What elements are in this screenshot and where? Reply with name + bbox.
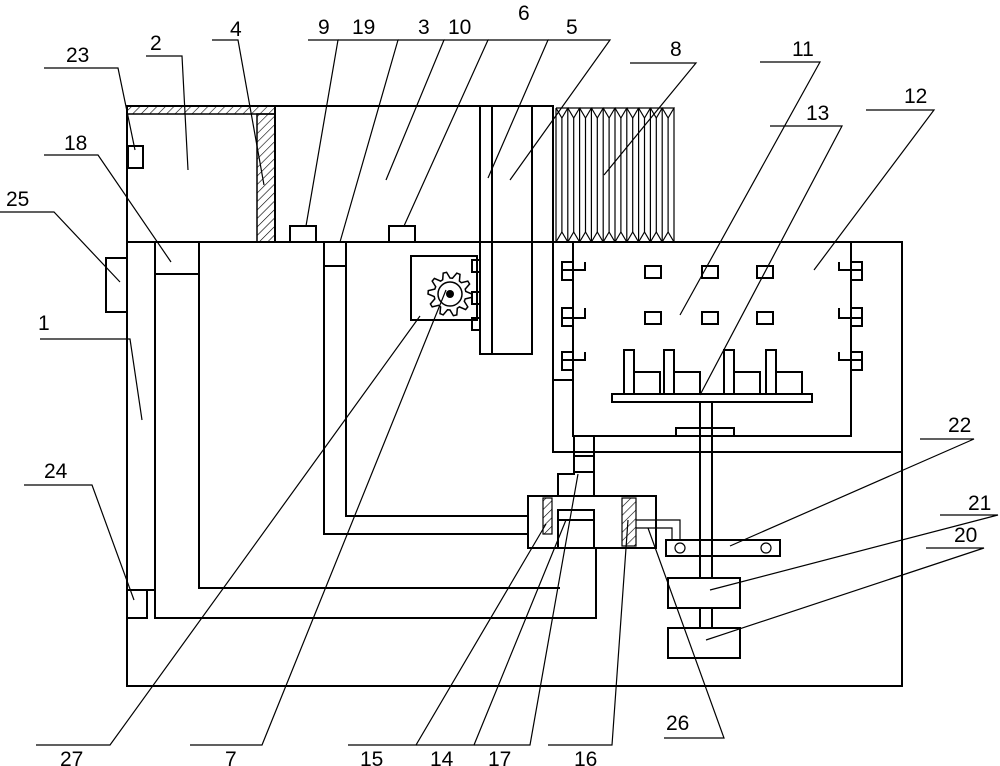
bellows-8 <box>555 107 676 243</box>
valve-core-14 <box>557 509 595 549</box>
tank-11 <box>552 241 903 453</box>
label-13: 13 <box>806 102 829 125</box>
label-27: 27 <box>60 748 83 766</box>
label-23: 23 <box>66 44 89 67</box>
callout-labels: 1 2 3 4 5 6 7 8 9 10 11 12 13 14 15 16 1… <box>6 2 991 766</box>
label-20: 20 <box>954 524 977 547</box>
top-box-3 <box>274 105 554 243</box>
sensor-23 <box>127 145 144 169</box>
label-16: 16 <box>574 748 597 766</box>
reducer-21 <box>667 577 741 609</box>
label-25: 25 <box>6 188 29 211</box>
label-11: 11 <box>792 38 814 61</box>
sensor-10 <box>388 225 416 243</box>
block-24 <box>126 589 148 619</box>
label-22: 22 <box>948 414 971 437</box>
label-24: 24 <box>44 460 68 483</box>
partition-4 <box>256 113 276 243</box>
label-3: 3 <box>418 16 430 39</box>
pipe-26 <box>636 519 681 540</box>
label-12: 12 <box>904 85 927 108</box>
label-21: 21 <box>968 492 991 515</box>
block-18 <box>154 241 200 275</box>
top-cover-hatch <box>126 105 276 115</box>
pipe-19 <box>323 266 528 535</box>
label-7: 7 <box>225 748 237 766</box>
upper-chamber <box>126 105 276 243</box>
label-15: 15 <box>360 748 383 766</box>
gear-7 <box>427 271 473 317</box>
label-26: 26 <box>666 712 689 735</box>
filter-16 <box>621 497 637 547</box>
label-9: 9 <box>318 16 330 39</box>
bearing <box>675 427 735 437</box>
label-6: 6 <box>518 2 530 25</box>
label-19: 19 <box>352 16 375 39</box>
rack-5 <box>479 105 533 355</box>
gear-box-27 <box>410 255 478 321</box>
label-8: 8 <box>670 38 682 61</box>
filter-15 <box>542 497 553 535</box>
label-14: 14 <box>430 748 454 766</box>
label-2: 2 <box>150 32 162 55</box>
leader-lines <box>0 39 999 746</box>
stirrer-13 <box>611 349 813 403</box>
paddle-holes <box>644 265 774 325</box>
label-5: 5 <box>566 16 578 39</box>
label-10: 10 <box>448 16 471 39</box>
label-18: 18 <box>64 132 87 155</box>
block-19 <box>323 241 347 267</box>
duct-outer <box>154 274 597 619</box>
sensor-9 <box>289 225 317 243</box>
label-17: 17 <box>488 748 511 766</box>
label-4: 4 <box>230 18 242 41</box>
mount-22 <box>665 539 781 557</box>
main-housing <box>126 241 903 687</box>
pipe-17 <box>573 435 595 473</box>
label-1: 1 <box>38 312 50 335</box>
handle-25 <box>105 257 128 313</box>
duct-inner <box>198 242 560 589</box>
